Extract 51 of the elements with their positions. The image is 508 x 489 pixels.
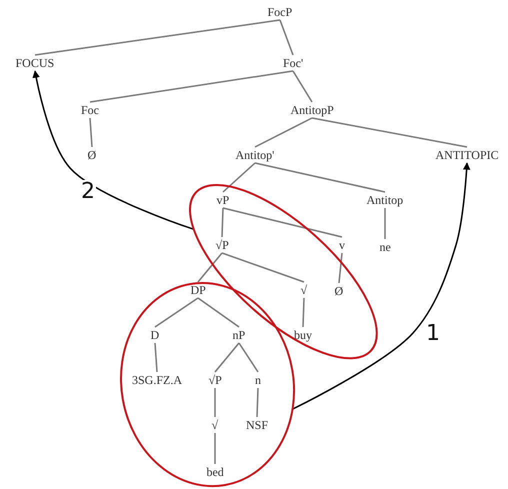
tree-node-label: √ <box>211 418 218 432</box>
tree-branch <box>279 20 294 56</box>
tree-node-label: buy <box>294 328 312 342</box>
tree-branch <box>90 70 294 103</box>
tree-branch <box>222 207 342 238</box>
tree-node-label: FocP <box>268 5 292 19</box>
tree-branch <box>214 342 240 372</box>
tree-branch <box>338 252 343 284</box>
tree-node-label: n <box>254 372 261 387</box>
tree-node-label: AntitopP <box>290 103 334 117</box>
tree-node-label: NSF <box>246 418 268 432</box>
movement-arrow <box>32 70 194 230</box>
tree-node-label: D <box>150 328 160 342</box>
tree-branch <box>222 252 304 283</box>
tree-node-label: v <box>338 238 345 252</box>
tree-branch <box>214 388 216 417</box>
tree-branch <box>292 70 313 102</box>
tree-node-label: Foc' <box>283 56 304 70</box>
tree-node-label: FOCUS <box>16 56 54 70</box>
tree-node-label: √P <box>215 238 229 252</box>
tree-node-label: √ <box>300 282 308 297</box>
tree-branch <box>256 388 259 418</box>
tree-branch <box>254 162 386 193</box>
tree-branch <box>222 162 256 193</box>
tree-branch <box>312 117 468 148</box>
tree-branch <box>302 298 305 328</box>
tree-node-label: Ø <box>88 148 96 162</box>
tree-branch <box>198 297 240 328</box>
tree-branch <box>221 208 224 238</box>
tree-branch <box>34 19 280 56</box>
tree-node-label: nP <box>232 328 246 342</box>
tree-node-label: vP <box>216 192 230 207</box>
tree-node-label: Foc <box>81 103 99 117</box>
tree-branch <box>89 118 93 148</box>
tree-node-label: √P <box>208 372 222 387</box>
tree-node-label: bed <box>206 464 224 479</box>
tree-branch <box>154 342 158 372</box>
tree-branch <box>384 208 386 239</box>
tree-node-label: DP <box>190 282 206 297</box>
tree-node-label: Antitop <box>366 193 404 207</box>
tree-branch <box>197 252 223 282</box>
tree-node-label: ne <box>380 240 391 254</box>
tree-branch <box>254 117 312 148</box>
tree-node-label: Antitop' <box>236 148 274 162</box>
movement-arrow <box>292 162 470 410</box>
tree-branch <box>238 342 259 372</box>
tree-branch <box>214 433 216 464</box>
tree-node-label: Ø <box>334 284 344 298</box>
tree-branch <box>154 297 198 328</box>
tree-node-label: ANTITOPIC <box>436 148 499 162</box>
tree-node-label: 3SG.FZ.A <box>132 372 182 387</box>
